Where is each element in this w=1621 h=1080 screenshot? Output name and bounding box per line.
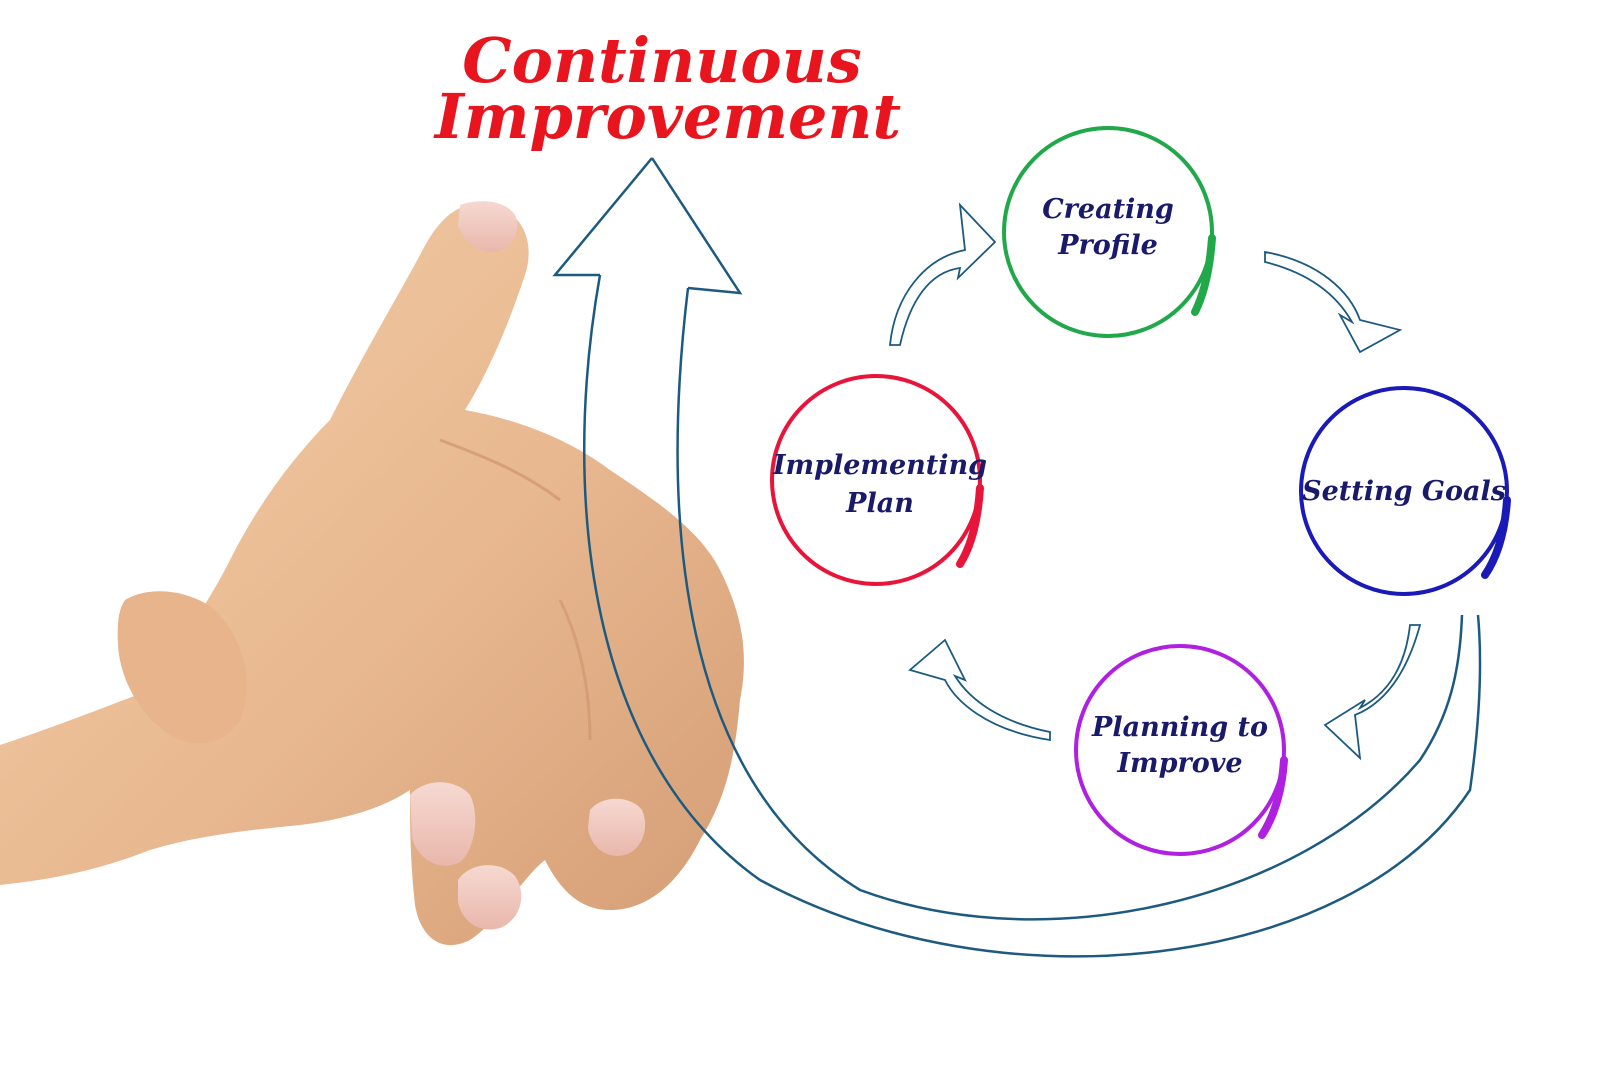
node-setting-goals: Setting Goals [1299,386,1511,596]
label-creating-profile-line-2: Profile [1057,230,1158,261]
label-planning-to-improve-line-1: Planning to [1091,712,1268,743]
node-creating-profile: Creating Profile [1002,126,1216,338]
knuckle-crease [439,438,561,502]
title-line-2: Improvement [433,80,902,153]
label-planning-to-improve-line-2: Improve [1116,748,1242,779]
diagram-title: Continuous Improvement [433,24,902,153]
label-creating-profile-line-1: Creating [1042,194,1174,225]
label-implementing-plan-line-1: Implementing [772,450,987,481]
circle-tail-setting-goals [1481,496,1511,579]
circle-planning-to-improve [1074,644,1286,856]
fingernail-ring [458,865,522,930]
label-implementing-plan-line-2: Plan [845,488,914,519]
arrow-implementing-to-creating [889,202,997,346]
hand-palm [0,204,744,946]
circle-tail-creating-profile [1191,234,1216,316]
hand-thumb [117,591,247,744]
circle-tail-planning-to-improve [1258,756,1288,839]
fingernail-middle [410,782,476,866]
node-implementing-plan: Implementing Plan [770,374,987,586]
arrow-planning-to-implementing [908,638,1051,742]
big-arrow-head [552,157,743,295]
pointing-hand [0,201,744,946]
finger-crease [558,599,592,741]
fingernail-index [458,201,518,253]
arrow-creating-to-setting [1264,250,1403,354]
arrow-setting-to-planning [1323,624,1422,761]
fingernail-little [588,798,646,856]
circle-creating-profile [1002,126,1214,338]
node-planning-to-improve: Planning to Improve [1074,644,1288,856]
big-arrow-outer-shaft [582,274,1482,958]
circle-implementing-plan [770,374,982,586]
circle-tail-implementing-plan [956,484,984,568]
cycle-arrows [889,202,1422,761]
title-line-1: Continuous [462,24,861,97]
circle-setting-goals [1299,386,1509,596]
continuous-improvement-arrow [552,157,1482,958]
label-setting-goals: Setting Goals [1302,476,1506,507]
big-arrow-inner-shaft [676,287,1464,921]
